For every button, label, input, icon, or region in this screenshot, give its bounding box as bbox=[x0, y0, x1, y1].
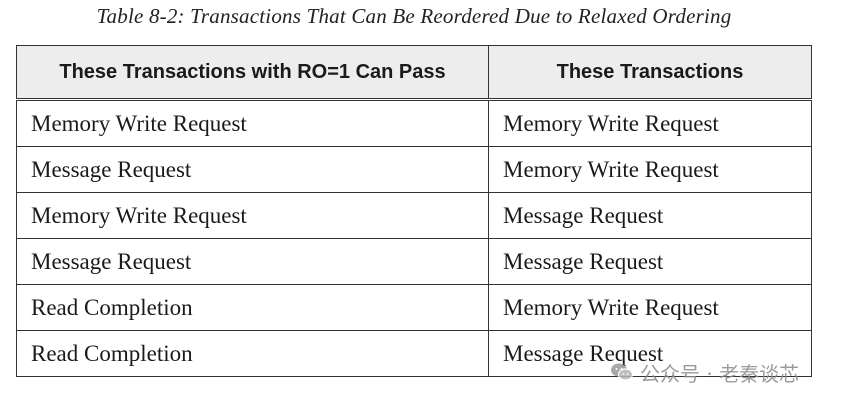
table-cell: Message Request bbox=[488, 192, 812, 239]
table-cell: Memory Write Request bbox=[16, 99, 489, 147]
table-header-row: These Transactions with RO=1 Can Pass Th… bbox=[16, 45, 812, 101]
wechat-icon bbox=[610, 362, 634, 382]
table-cell: Read Completion bbox=[16, 284, 489, 331]
reordering-table: These Transactions with RO=1 Can Pass Th… bbox=[16, 45, 812, 377]
table-row: Message Request Message Request bbox=[16, 238, 812, 285]
table-row: Memory Write Request Message Request bbox=[16, 192, 812, 239]
table-row: Memory Write Request Memory Write Reques… bbox=[16, 99, 812, 147]
table-caption: Table 8-2: Transactions That Can Be Reor… bbox=[96, 4, 732, 28]
watermark-text: 公众号 · 老秦谈芯 bbox=[640, 361, 800, 386]
table-cell: Message Request bbox=[16, 146, 489, 193]
column-header-these-transactions: These Transactions bbox=[488, 45, 812, 101]
table-row: Read Completion Message Request bbox=[16, 330, 812, 377]
table-cell: Message Request bbox=[488, 330, 812, 377]
table-cell: Memory Write Request bbox=[16, 192, 489, 239]
watermark: 公众号 · 老秦谈芯 bbox=[610, 358, 799, 386]
table-cell: Read Completion bbox=[16, 330, 489, 377]
table-cell: Message Request bbox=[16, 238, 489, 285]
table-cell: Memory Write Request bbox=[488, 99, 812, 147]
table-row: Read Completion Memory Write Request bbox=[16, 284, 812, 331]
column-header-can-pass: These Transactions with RO=1 Can Pass bbox=[16, 45, 489, 101]
table-cell: Memory Write Request bbox=[488, 146, 812, 193]
table-cell: Memory Write Request bbox=[488, 284, 812, 331]
table-row: Message Request Memory Write Request bbox=[16, 146, 812, 193]
table-cell: Message Request bbox=[488, 238, 812, 285]
